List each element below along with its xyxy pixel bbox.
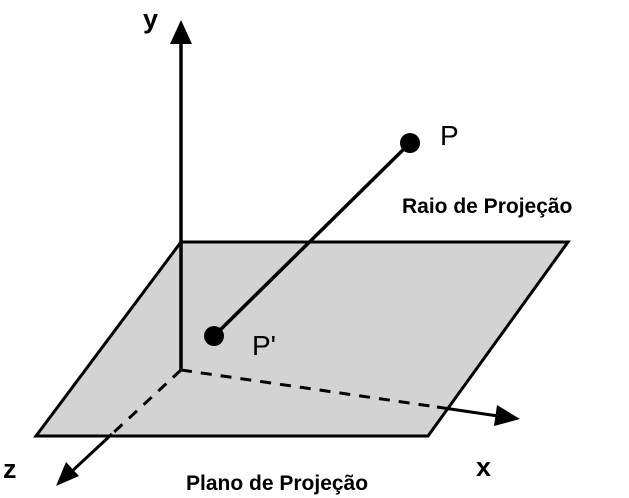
point-p — [400, 133, 420, 153]
z-axis-dashed — [110, 368, 183, 436]
projection-ray-label: Raio de Projeção — [402, 195, 572, 218]
z-axis-solid — [68, 432, 114, 475]
axis-y-label: y — [143, 4, 158, 34]
projection-plane — [33, 240, 571, 438]
x-axis-solid — [436, 405, 499, 418]
axis-x-label: x — [476, 452, 491, 482]
point-p-prime-label: P' — [252, 330, 276, 361]
y-axis-arrowhead — [170, 20, 192, 44]
x-axis-dashed — [180, 368, 438, 409]
projection-plane-label: Plano de Projeção — [186, 472, 368, 495]
point-p-label: P — [440, 120, 459, 151]
projection-ray — [212, 141, 412, 338]
axis-z-label: z — [3, 454, 17, 484]
z-axis-arrowhead — [56, 462, 79, 486]
x-axis-arrowhead — [494, 405, 520, 426]
point-p-prime — [204, 326, 224, 346]
